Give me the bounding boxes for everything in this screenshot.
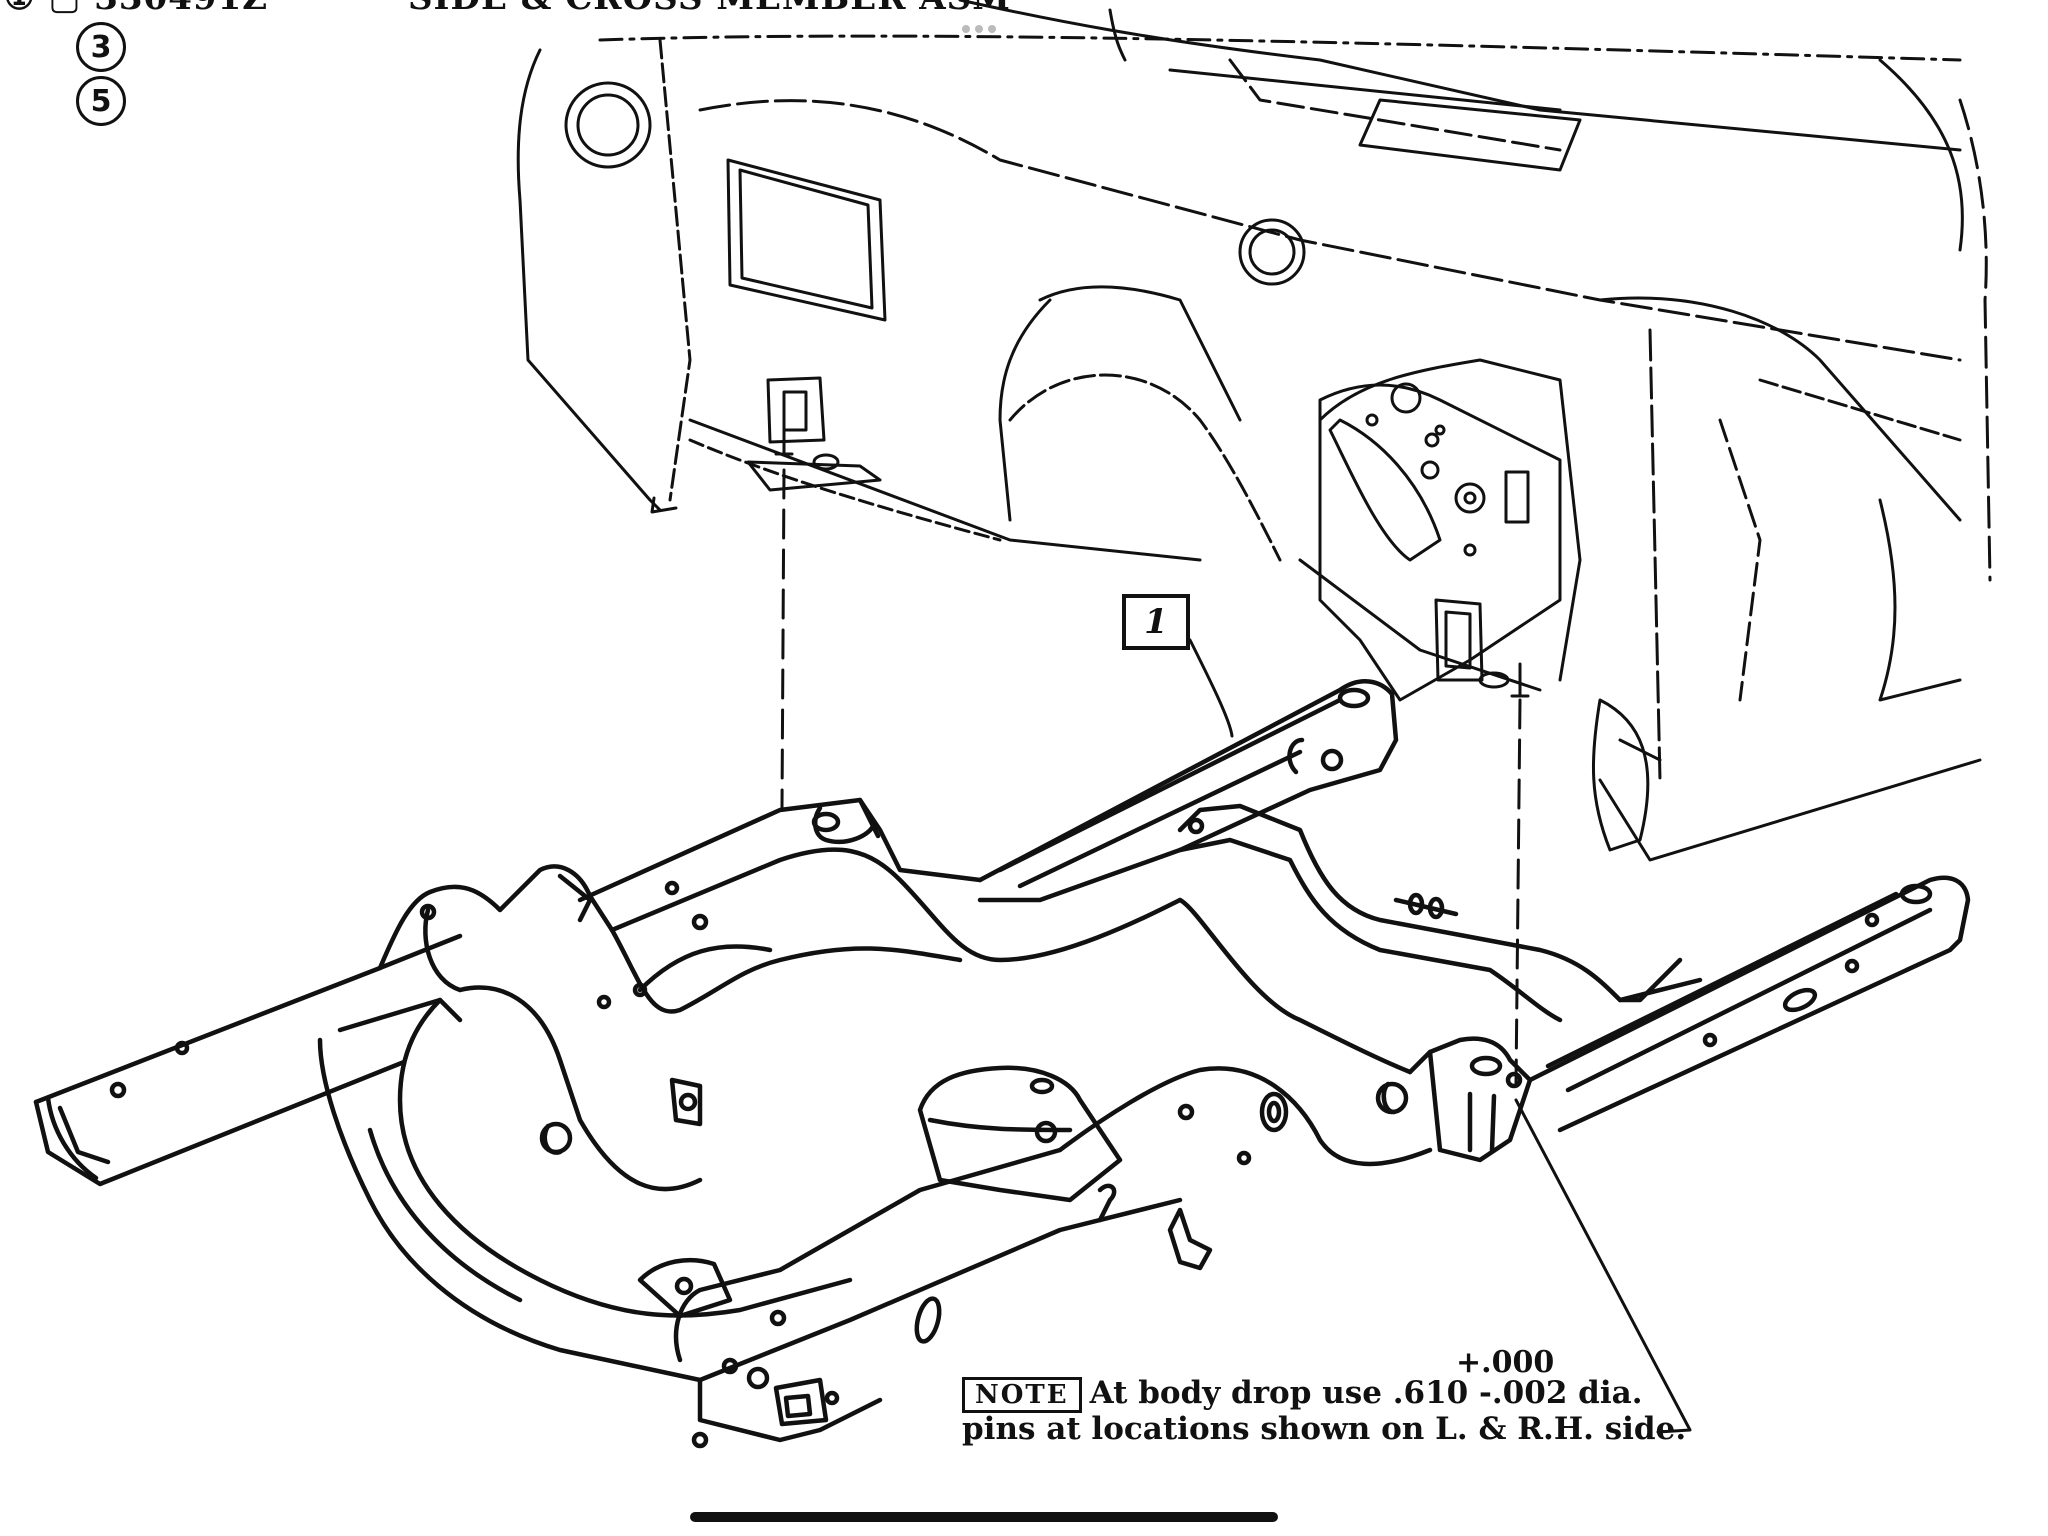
note-leader-line [1514,1098,1692,1434]
header-part-name: SIDE & CROSS MEMBER ASM [408,0,1011,18]
body-drop-guide-lines [780,468,1522,1086]
tolerance-minus: -.002 dia. [1479,1375,1643,1411]
note-text-prefix: At body drop use .610 [1089,1375,1469,1411]
note-tag: NOTE [962,1377,1082,1413]
tolerance-plus: +.000 [1456,1345,1555,1380]
note-line-2: pins at locations shown on L. & R.H. sid… [962,1411,1687,1447]
page-dots-indicator [962,18,1006,33]
home-indicator-bar[interactable] [690,1512,1278,1522]
frame-side-and-cross-member [33,679,1971,1449]
header-item-ref: ① ▢ 330491Z [4,0,268,18]
item-1-leader-line [1188,638,1234,738]
body-underside [516,0,1992,862]
callout-5: 5 [76,76,126,126]
callout-3: 3 [76,22,126,72]
header-row: ① ▢ 330491Z SIDE & CROSS MEMBER ASM [0,0,1100,18]
item-number-box: 1 [1122,594,1190,650]
